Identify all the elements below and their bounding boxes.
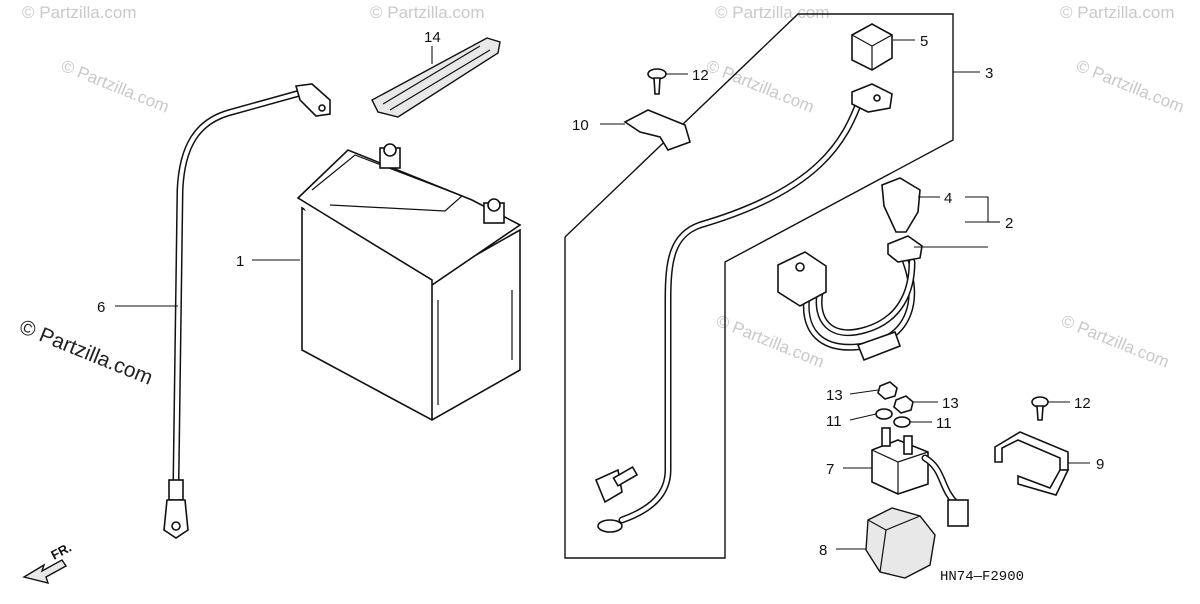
- terminal-cap-part-5: [851, 23, 893, 71]
- relay-bracket-part: [994, 431, 1070, 496]
- callout-12-lower: 12: [1074, 395, 1091, 412]
- callout-1: 1: [236, 253, 244, 270]
- callout-14: 14: [424, 29, 441, 46]
- callout-11-left: 11: [826, 413, 842, 430]
- callout-6: 6: [97, 299, 105, 316]
- direction-label: FR.: [48, 540, 74, 563]
- callout-7: 7: [826, 461, 834, 478]
- starter-relay-part: [871, 427, 969, 527]
- watermark-foreground: © Partzilla.com: [16, 315, 156, 389]
- cable-group-outline: [564, 13, 954, 559]
- callout-4: 4: [944, 190, 952, 207]
- plate-bracket-icon: [623, 109, 691, 151]
- ground-cable-terminal-icon: [294, 83, 331, 117]
- diagram-code: HN74—F2900: [940, 569, 1024, 585]
- callout-5: 5: [920, 33, 928, 50]
- watermark-text: © Partzilla.com: [1074, 56, 1187, 117]
- starter-cable-part: [777, 235, 923, 362]
- callout-13-left: 13: [826, 387, 843, 404]
- connector-icon: [856, 330, 902, 362]
- callout-labels: 1 2 3 4 5 6 7 8 9 10 11 11 12 12 13 13 1…: [97, 29, 1104, 559]
- terminal-cap-icon: [881, 177, 921, 233]
- battery-cable-eyelet-icon: [597, 519, 623, 533]
- watermark-text: © Partzilla.com: [59, 56, 172, 117]
- relay-connector-icon: [947, 499, 969, 527]
- callout-10: 10: [572, 117, 589, 134]
- nut-icon: [877, 381, 898, 400]
- watermark-text: © Partzilla.com: [715, 3, 830, 22]
- callout-12-upper: 12: [692, 67, 709, 84]
- watermark-text: © Partzilla.com: [22, 3, 137, 22]
- battery-band-icon: [371, 37, 501, 118]
- ground-cable-icon: [172, 89, 304, 484]
- leader-lines: [115, 39, 1090, 550]
- watermark-layer: © Partzilla.com © Partzilla.com © Partzi…: [16, 3, 1187, 390]
- battery-band-part: [371, 37, 501, 118]
- battery-cable-terminal-icon: [851, 83, 893, 113]
- relay-rubber-cover-icon: [865, 507, 936, 579]
- screw-part-lower: [1031, 396, 1049, 421]
- callout-9: 9: [1096, 456, 1104, 473]
- battery-cable-icon: [618, 96, 864, 524]
- hardware-stack: [875, 381, 914, 428]
- battery-part: [296, 143, 522, 421]
- washer-icon: [875, 408, 893, 420]
- plate-bracket-part: [623, 109, 691, 151]
- starter-cable-cap-icon: [777, 251, 827, 307]
- watermark-text: © Partzilla.com: [370, 3, 485, 22]
- starter-cable-terminal-icon: [887, 235, 923, 263]
- watermark-text: © Partzilla.com: [1059, 311, 1172, 372]
- ground-cable-eyelet-icon: [163, 499, 189, 539]
- watermark-text: © Partzilla.com: [1060, 3, 1175, 22]
- relay-bracket-icon: [994, 431, 1069, 471]
- callout-2: 2: [1005, 215, 1013, 232]
- watermark-text: © Partzilla.com: [704, 56, 817, 117]
- callout-13-right: 13: [942, 395, 959, 412]
- screw-part-upper: [647, 68, 667, 95]
- nut-icon: [893, 395, 914, 414]
- ground-cable-part: [163, 83, 331, 539]
- battery-band-texture: [382, 45, 491, 111]
- callout-11-right: 11: [936, 415, 952, 432]
- starter-relay-icon: [871, 439, 929, 495]
- battery-cable-part: [594, 83, 893, 533]
- washer-icon: [893, 416, 911, 428]
- callout-8: 8: [819, 542, 827, 559]
- front-direction-indicator: FR.: [22, 540, 74, 584]
- terminal-cap-part-4: [881, 177, 921, 233]
- relay-cover-part: [865, 507, 936, 579]
- arrow-icon: [22, 559, 68, 584]
- callout-3: 3: [985, 65, 993, 82]
